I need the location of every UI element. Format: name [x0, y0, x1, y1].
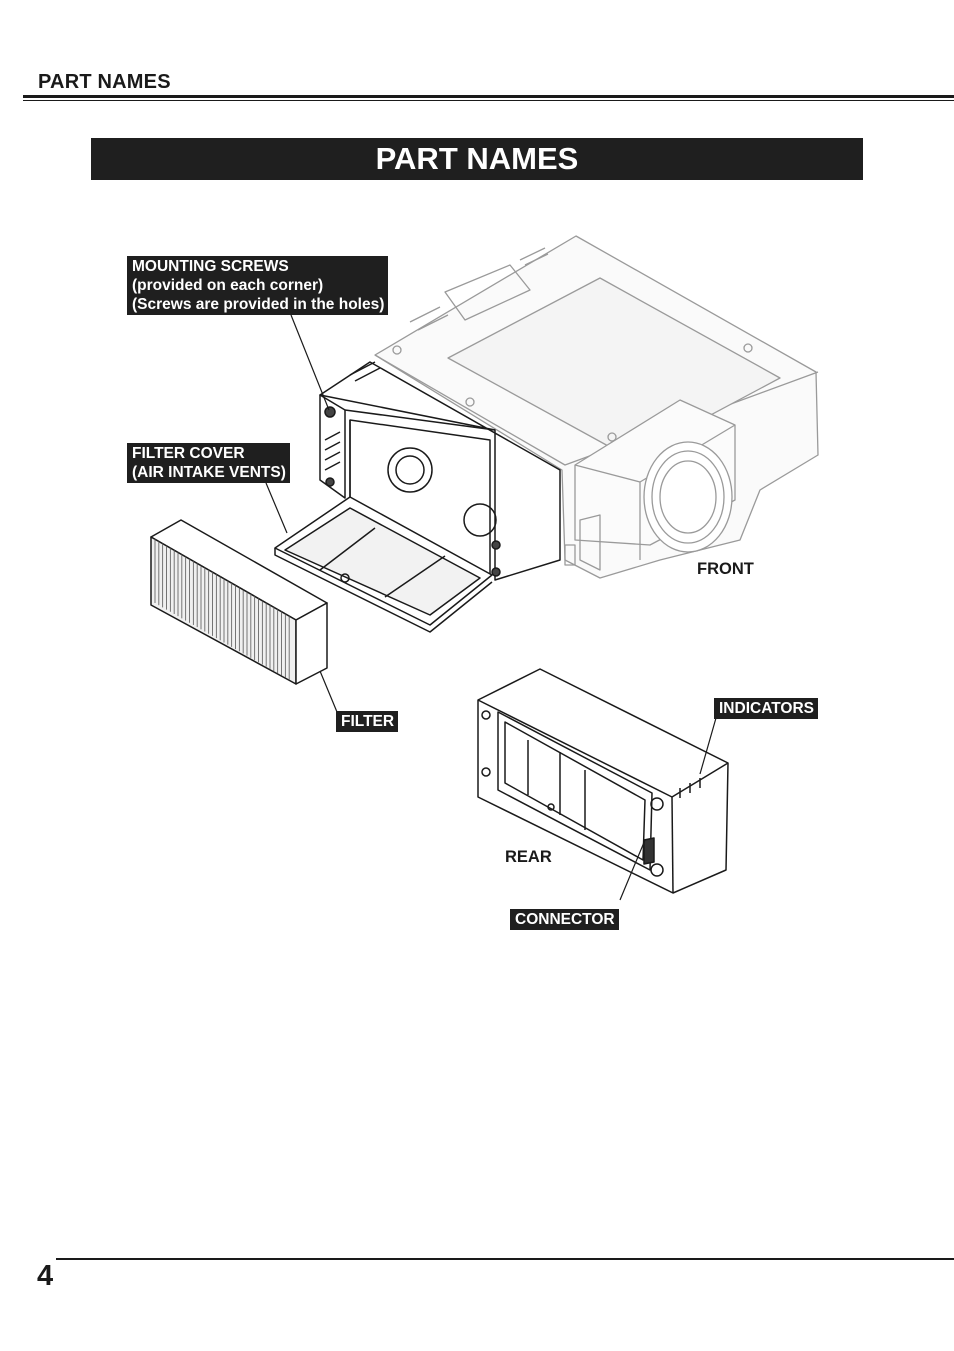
filter-block: [150, 519, 328, 685]
label-filter-cover-line2: (AIR INTAKE VENTS): [132, 464, 286, 481]
lens-housing: [564, 399, 736, 571]
footer-rule: [56, 1258, 954, 1260]
label-filter-cover-line1: FILTER COVER: [132, 445, 245, 462]
filter-pleats: [154, 539, 290, 680]
label-filter-cover: FILTER COVER (AIR INTAKE VENTS): [127, 443, 290, 483]
label-mounting-screws: MOUNTING SCREWS (provided on each corner…: [127, 256, 389, 315]
label-indicators: INDICATORS: [714, 698, 819, 719]
page-number: 4: [37, 1260, 54, 1292]
label-filter: FILTER: [336, 711, 399, 732]
label-connector: CONNECTOR: [510, 909, 619, 930]
page-title-banner: PART NAMES: [91, 138, 863, 180]
rear-module: [477, 668, 729, 894]
section-header: PART NAMES: [38, 71, 171, 93]
label-mounting-screws-line1: MOUNTING SCREWS: [132, 258, 289, 275]
label-mounting-screws-line3: (Screws are provided in the holes): [132, 296, 385, 313]
label-mounting-screws-line2: (provided on each corner): [132, 277, 324, 294]
label-front: FRONT: [697, 560, 754, 578]
header-rule: [23, 95, 954, 98]
label-rear: REAR: [505, 848, 552, 866]
leader-lines: [265, 314, 717, 901]
attached-module: [319, 361, 561, 581]
header-rule-thin: [23, 100, 954, 101]
filter-cover: [274, 496, 493, 633]
